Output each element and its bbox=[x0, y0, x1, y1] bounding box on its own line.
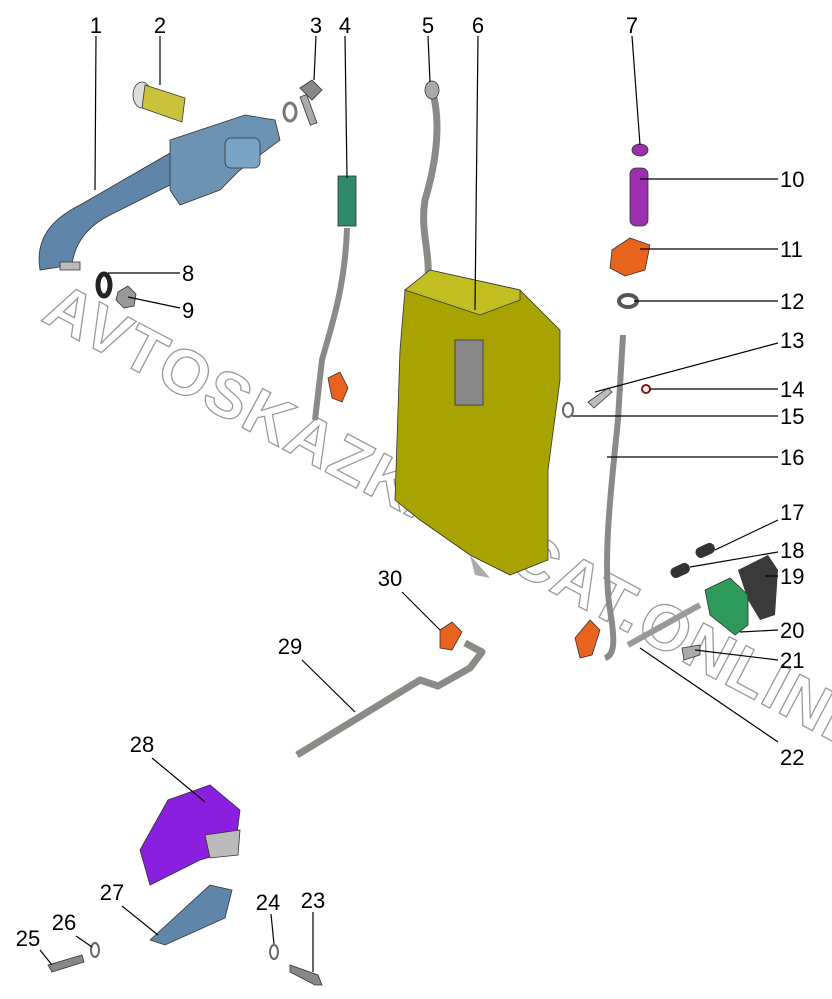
callout-25: 25 bbox=[16, 926, 40, 951]
callout-16: 16 bbox=[780, 445, 804, 470]
callout-12: 12 bbox=[780, 289, 804, 314]
part-20-bracket bbox=[704, 577, 749, 636]
part-30-clip bbox=[439, 621, 463, 651]
callout-29: 29 bbox=[278, 634, 302, 659]
part-29-rod bbox=[295, 639, 486, 758]
part-8-washer bbox=[95, 271, 113, 299]
callout-17: 17 bbox=[780, 500, 804, 525]
part-19-gasket bbox=[738, 555, 778, 620]
part-27-inner-handle bbox=[149, 884, 233, 946]
callout-21: 21 bbox=[780, 648, 804, 673]
callout-7: 7 bbox=[626, 13, 638, 38]
callout-8: 8 bbox=[182, 261, 194, 286]
callout-30: 30 bbox=[378, 566, 402, 591]
callout-10: 10 bbox=[780, 167, 804, 192]
part-clip-right bbox=[574, 619, 601, 659]
callout-1: 1 bbox=[90, 13, 102, 38]
callout-5: 5 bbox=[422, 13, 434, 38]
callout-15: 15 bbox=[780, 404, 804, 429]
part-5-rod bbox=[420, 80, 441, 281]
callout-28: 28 bbox=[130, 732, 154, 757]
part-28-bracket-detail bbox=[204, 829, 241, 859]
callout-23: 23 bbox=[301, 888, 325, 913]
callout-18: 18 bbox=[780, 538, 804, 563]
callout-22: 22 bbox=[780, 745, 804, 770]
part-7-cap bbox=[631, 143, 649, 157]
callout-6: 6 bbox=[472, 13, 484, 38]
part-13-bolt bbox=[587, 387, 613, 409]
part-2-lock-cylinder bbox=[132, 81, 186, 123]
part-21-screw bbox=[681, 644, 701, 661]
part-1-outer-handle bbox=[38, 114, 281, 271]
part-6-lock-body bbox=[394, 269, 561, 578]
callout-labels: 1 2 3 4 5 6 7 8 9 10 11 12 13 14 15 16 1… bbox=[16, 13, 805, 951]
part-9-nut bbox=[115, 285, 137, 309]
callout-13: 13 bbox=[780, 328, 804, 353]
part-24-washer bbox=[269, 944, 279, 960]
callout-26: 26 bbox=[52, 910, 76, 935]
part-26-washer bbox=[90, 942, 100, 958]
part-clip-left bbox=[327, 371, 349, 403]
callout-11: 11 bbox=[780, 237, 803, 262]
part-17-bushing bbox=[695, 542, 715, 559]
part-25-screw bbox=[47, 954, 85, 973]
callout-20: 20 bbox=[780, 618, 804, 643]
callout-19: 19 bbox=[780, 564, 804, 589]
callout-9: 9 bbox=[182, 298, 194, 323]
part-15-washer bbox=[562, 402, 574, 418]
callout-2: 2 bbox=[154, 13, 166, 38]
callout-14: 14 bbox=[780, 377, 804, 402]
callout-27: 27 bbox=[100, 880, 124, 905]
part-23-screw bbox=[289, 964, 323, 986]
part-11-bushing bbox=[609, 237, 651, 277]
part-3-bolt bbox=[282, 79, 323, 126]
leader-lines bbox=[39, 35, 779, 972]
part-22-bolt bbox=[626, 602, 702, 648]
callout-3: 3 bbox=[310, 13, 322, 38]
part-18-bushing bbox=[670, 562, 690, 579]
callout-24: 24 bbox=[256, 890, 280, 915]
part-10-pin bbox=[629, 167, 649, 227]
part-16-rod bbox=[603, 334, 626, 661]
callout-4: 4 bbox=[339, 13, 351, 38]
part-14-clip bbox=[641, 384, 651, 394]
